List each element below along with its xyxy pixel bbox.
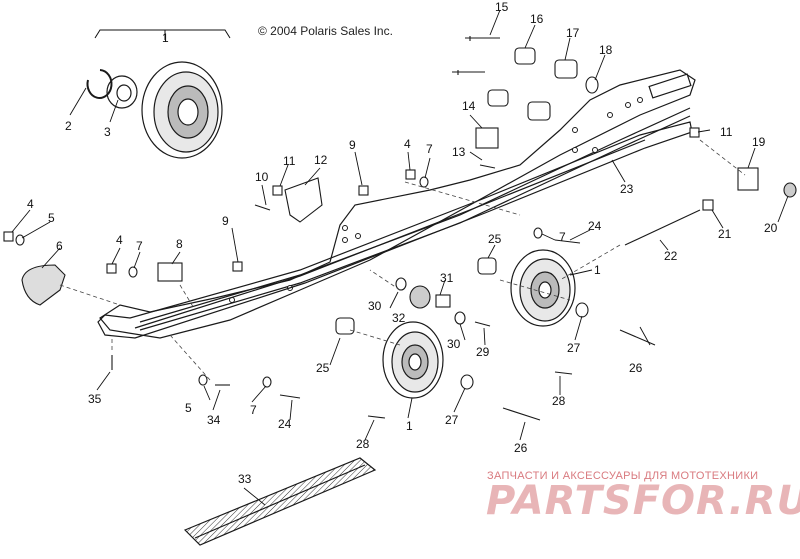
rail-holes	[229, 97, 643, 303]
callout-20: 20	[764, 221, 778, 235]
callout-30: 30	[368, 299, 382, 313]
callout-3: 3	[104, 125, 111, 139]
assembly-lines	[59, 139, 746, 381]
callout-32: 32	[392, 311, 406, 325]
callout-18: 18	[599, 43, 613, 57]
callout-4: 4	[404, 137, 411, 151]
callout-26: 26	[629, 361, 643, 375]
lower-rail	[97, 121, 693, 339]
callout-7: 7	[426, 142, 433, 156]
callout-9: 9	[349, 138, 356, 152]
callout-12: 12	[314, 153, 328, 167]
copyright-notice: © 2004 Polaris Sales Inc.	[258, 24, 393, 38]
callout-4: 4	[116, 233, 123, 247]
callout-35: 35	[88, 392, 102, 406]
snap-ring-2	[86, 69, 113, 99]
callout-24: 24	[278, 417, 292, 431]
callout-2: 2	[65, 119, 72, 133]
callout-10: 10	[255, 170, 269, 184]
callout-15: 15	[495, 0, 509, 14]
callout-16: 16	[530, 12, 544, 26]
callout-28: 28	[356, 437, 370, 451]
callout-1: 1	[162, 31, 169, 45]
bearing-3	[106, 75, 138, 109]
watermark-tagline: ЗАПЧАСТИ И АКСЕССУАРЫ ДЛЯ МОТОТЕХНИКИ	[487, 470, 759, 482]
watermark-logo: PARTSFOR.RU	[486, 478, 800, 524]
callout-1: 1	[406, 419, 413, 433]
wheel-lower	[382, 321, 444, 399]
callout-17: 17	[566, 26, 580, 40]
callout-5: 5	[185, 401, 192, 415]
callout-1: 1	[594, 263, 601, 277]
callout-27: 27	[567, 341, 581, 355]
hardware	[3, 36, 797, 421]
callout-19: 19	[752, 135, 766, 149]
callout-6: 6	[56, 239, 63, 253]
callout-7: 7	[136, 239, 143, 253]
callout-9: 9	[222, 214, 229, 228]
callout-31: 31	[440, 271, 454, 285]
callout-11: 11	[283, 154, 296, 168]
callout-4: 4	[27, 197, 34, 211]
wear-strip	[183, 457, 377, 546]
callout-13: 13	[452, 145, 466, 159]
wheel-right	[510, 249, 576, 327]
group-bracket	[94, 29, 231, 40]
callout-33: 33	[238, 472, 252, 486]
callout-26: 26	[514, 441, 528, 455]
callout-28: 28	[552, 394, 566, 408]
callout-27: 27	[445, 413, 459, 427]
callout-23: 23	[620, 182, 634, 196]
wheel-top-left	[141, 61, 223, 159]
callout-14: 14	[462, 99, 476, 113]
callout-7: 7	[250, 403, 257, 417]
leader-lines	[11, 9, 789, 506]
callout-7: 7	[559, 230, 566, 244]
callout-25: 25	[488, 232, 502, 246]
callout-11: 11	[720, 125, 733, 139]
callout-5: 5	[48, 211, 55, 225]
callout-30: 30	[447, 337, 461, 351]
callout-34: 34	[207, 413, 221, 427]
callout-29: 29	[476, 345, 490, 359]
callout-8: 8	[176, 237, 183, 251]
callout-21: 21	[718, 227, 732, 241]
callout-25: 25	[316, 361, 330, 375]
callout-24: 24	[588, 219, 602, 233]
callout-22: 22	[664, 249, 678, 263]
callout-labels: 1 1 1 2 3 4 4 4 5 5 6 7 7 7 7 8 9 9 10 1…	[27, 0, 778, 486]
